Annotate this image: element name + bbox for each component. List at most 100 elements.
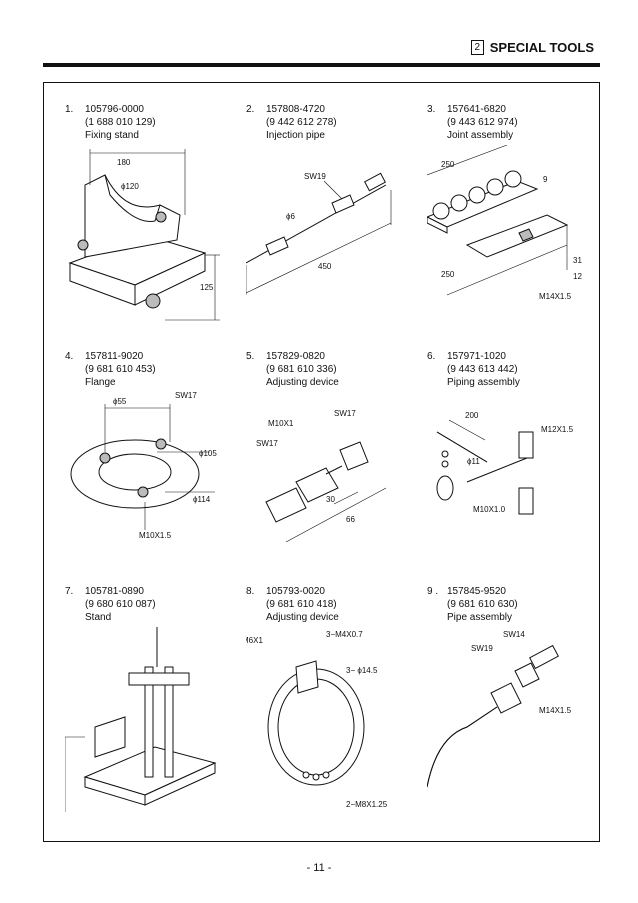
dim-label: 66 xyxy=(346,515,355,524)
tool-ref-number: (9 681 610 418) xyxy=(266,599,337,610)
tool-ref-number: (9 443 613 442) xyxy=(447,364,518,375)
tool-caption: 8. 105793-0020 (9 681 610 418) Adjusting … xyxy=(246,585,339,624)
dim-label: ϕ120 xyxy=(121,182,139,191)
adjusting-device-ring-drawing: M6X1 3−M4X0.7 3− ϕ14.5 2−M8X1.25 xyxy=(246,630,388,809)
tool-2: 2. 157808-4720 (9 442 612 278) Injection … xyxy=(246,103,426,343)
tool-ref-number: (9 681 610 336) xyxy=(266,364,337,375)
tool-number: 7. xyxy=(65,586,74,597)
dim-label: SW17 xyxy=(334,409,356,418)
dim-label: M14X1.5 xyxy=(539,292,572,301)
dim-label: M6X1 xyxy=(246,636,263,645)
flange-drawing: ϕ55 SW17 ϕ105 ϕ114 M10X1.5 xyxy=(70,392,217,540)
section-title: SPECIAL TOOLS xyxy=(489,40,594,55)
tool-ref-number: (9 443 612 974) xyxy=(447,117,518,128)
tool-8: 8. 105793-0020 (9 681 610 418) Adjusting … xyxy=(246,585,426,825)
tool-part-number: 157641-6820 xyxy=(447,104,506,115)
tool-3: 3. 157641-6820 (9 443 612 974) Joint asse… xyxy=(427,103,607,343)
header-rule xyxy=(43,63,600,67)
tool-number: 1. xyxy=(65,104,74,115)
tool-number: 6. xyxy=(427,351,436,362)
dim-label: 31 xyxy=(573,256,582,265)
tool-number: 3. xyxy=(427,104,436,115)
tool-1: 1. 105796-0000 (1 688 010 129) Fixing sta… xyxy=(65,103,245,343)
dim-label: M14X1.5 xyxy=(539,706,572,715)
dim-label: SW19 xyxy=(304,172,326,181)
tool-part-number: 157829-0820 xyxy=(266,351,325,362)
dim-label: ϕ114 xyxy=(193,495,211,504)
tool-ref-number: (9 442 612 278) xyxy=(266,117,337,128)
adjusting-device-drawing: M10X1 SW17 SW17 30 66 xyxy=(256,409,387,543)
tool-ref-number: (9 680 610 087) xyxy=(85,599,156,610)
tool-name: Flange xyxy=(85,377,116,388)
dim-label: 3− ϕ14.5 xyxy=(346,666,378,675)
tool-caption: 9 . 157845-9520 (9 681 610 630) Pipe asse… xyxy=(427,585,518,624)
tool-caption: 7. 105781-0890 (9 680 610 087) Stand xyxy=(65,585,156,624)
dim-label: M10X1 xyxy=(268,419,294,428)
tool-9: 9 . 157845-9520 (9 681 610 630) Pipe asse… xyxy=(427,585,607,825)
dim-label: 3−M4X0.7 xyxy=(326,630,363,639)
page-number: - 11 - xyxy=(306,862,332,874)
dim-label: ϕ105 xyxy=(199,449,217,458)
tool-ref-number: (9 681 610 453) xyxy=(85,364,156,375)
dim-label: ϕ11 xyxy=(467,457,480,466)
tool-number: 9 . xyxy=(427,586,439,597)
tool-name: Pipe assembly xyxy=(447,612,513,623)
dim-label: SW17 xyxy=(175,392,197,400)
tool-ref-number: (1 688 010 129) xyxy=(85,117,156,128)
tool-name: Joint assembly xyxy=(447,130,514,141)
section-header: 2 SPECIAL TOOLS xyxy=(470,40,594,55)
pipe-assembly-drawing: SW14 SW19 M14X1.5 xyxy=(427,630,572,788)
tool-part-number: 157845-9520 xyxy=(447,586,506,597)
dim-label: M10X1.0 xyxy=(473,505,506,514)
dim-label: M10X1.5 xyxy=(139,531,172,540)
dim-label: 180 xyxy=(117,158,131,167)
piping-assembly-drawing: 200 M12X1.5 ϕ11 M10X1.0 xyxy=(436,411,574,515)
tool-part-number: 105781-0890 xyxy=(85,586,144,597)
dim-label: ϕ55 xyxy=(113,397,127,406)
dim-label: 250 xyxy=(441,160,455,169)
tool-part-number: 105796-0000 xyxy=(85,104,144,115)
tool-caption: 5. 157829-0820 (9 681 610 336) Adjusting … xyxy=(246,350,339,389)
dim-label: SW19 xyxy=(471,644,493,653)
dim-label: 12 xyxy=(573,272,582,281)
dim-label: SW14 xyxy=(503,630,525,639)
dim-label: SW17 xyxy=(256,439,278,448)
tool-4: 4. 157811-9020 (9 681 610 453) Flange ϕ55… xyxy=(65,350,245,590)
tool-name: Fixing stand xyxy=(85,130,139,141)
dim-label: 125 xyxy=(200,283,214,292)
tool-number: 2. xyxy=(246,104,255,115)
dim-label: 9 xyxy=(543,175,548,184)
stand-drawing: 226 xyxy=(65,627,217,812)
tool-caption: 1. 105796-0000 (1 688 010 129) Fixing sta… xyxy=(65,103,156,142)
joint-assembly-drawing: 250 9 250 31 12 M14X1.5 xyxy=(427,145,582,301)
tool-5: 5. 157829-0820 (9 681 610 336) Adjusting … xyxy=(246,350,426,590)
tool-number: 4. xyxy=(65,351,74,362)
tool-name: Adjusting device xyxy=(266,377,339,388)
tool-caption: 2. 157808-4720 (9 442 612 278) Injection … xyxy=(246,103,337,142)
tools-frame xyxy=(43,82,600,842)
tool-part-number: 105793-0020 xyxy=(266,586,325,597)
tool-caption: 3. 157641-6820 (9 443 612 974) Joint asse… xyxy=(427,103,518,142)
tool-caption: 6.157971-1020 (9 443 613 442) Piping ass… xyxy=(427,350,520,389)
dim-label: 2−M8X1.25 xyxy=(346,800,388,809)
dim-label: 450 xyxy=(318,262,332,271)
tool-ref-number: (9 681 610 630) xyxy=(447,599,518,610)
tool-number: 5. xyxy=(246,351,255,362)
fixing-stand-drawing: 180 ϕ120 125 xyxy=(68,149,220,321)
dim-label: 250 xyxy=(441,270,455,279)
tool-number: 8. xyxy=(246,586,255,597)
tool-name: Injection pipe xyxy=(266,130,325,141)
dim-label: 200 xyxy=(465,411,479,420)
tool-part-number: 157808-4720 xyxy=(266,104,325,115)
tool-name: Adjusting device xyxy=(266,612,339,623)
tool-name: Stand xyxy=(85,612,112,623)
injection-pipe-drawing: SW19 ϕ6 450 xyxy=(246,172,392,295)
dim-label: 30 xyxy=(326,495,335,504)
tool-6: 6.157971-1020 (9 443 613 442) Piping ass… xyxy=(427,350,607,590)
tool-caption: 4. 157811-9020 (9 681 610 453) Flange xyxy=(65,350,156,389)
dim-label: M12X1.5 xyxy=(541,425,574,434)
section-number: 2 xyxy=(470,40,484,55)
tool-part-number: 157811-9020 xyxy=(85,351,144,362)
tool-part-number: 157971-1020 xyxy=(447,351,506,362)
tool-7: 7. 105781-0890 (9 680 610 087) Stand 226 xyxy=(65,585,245,825)
